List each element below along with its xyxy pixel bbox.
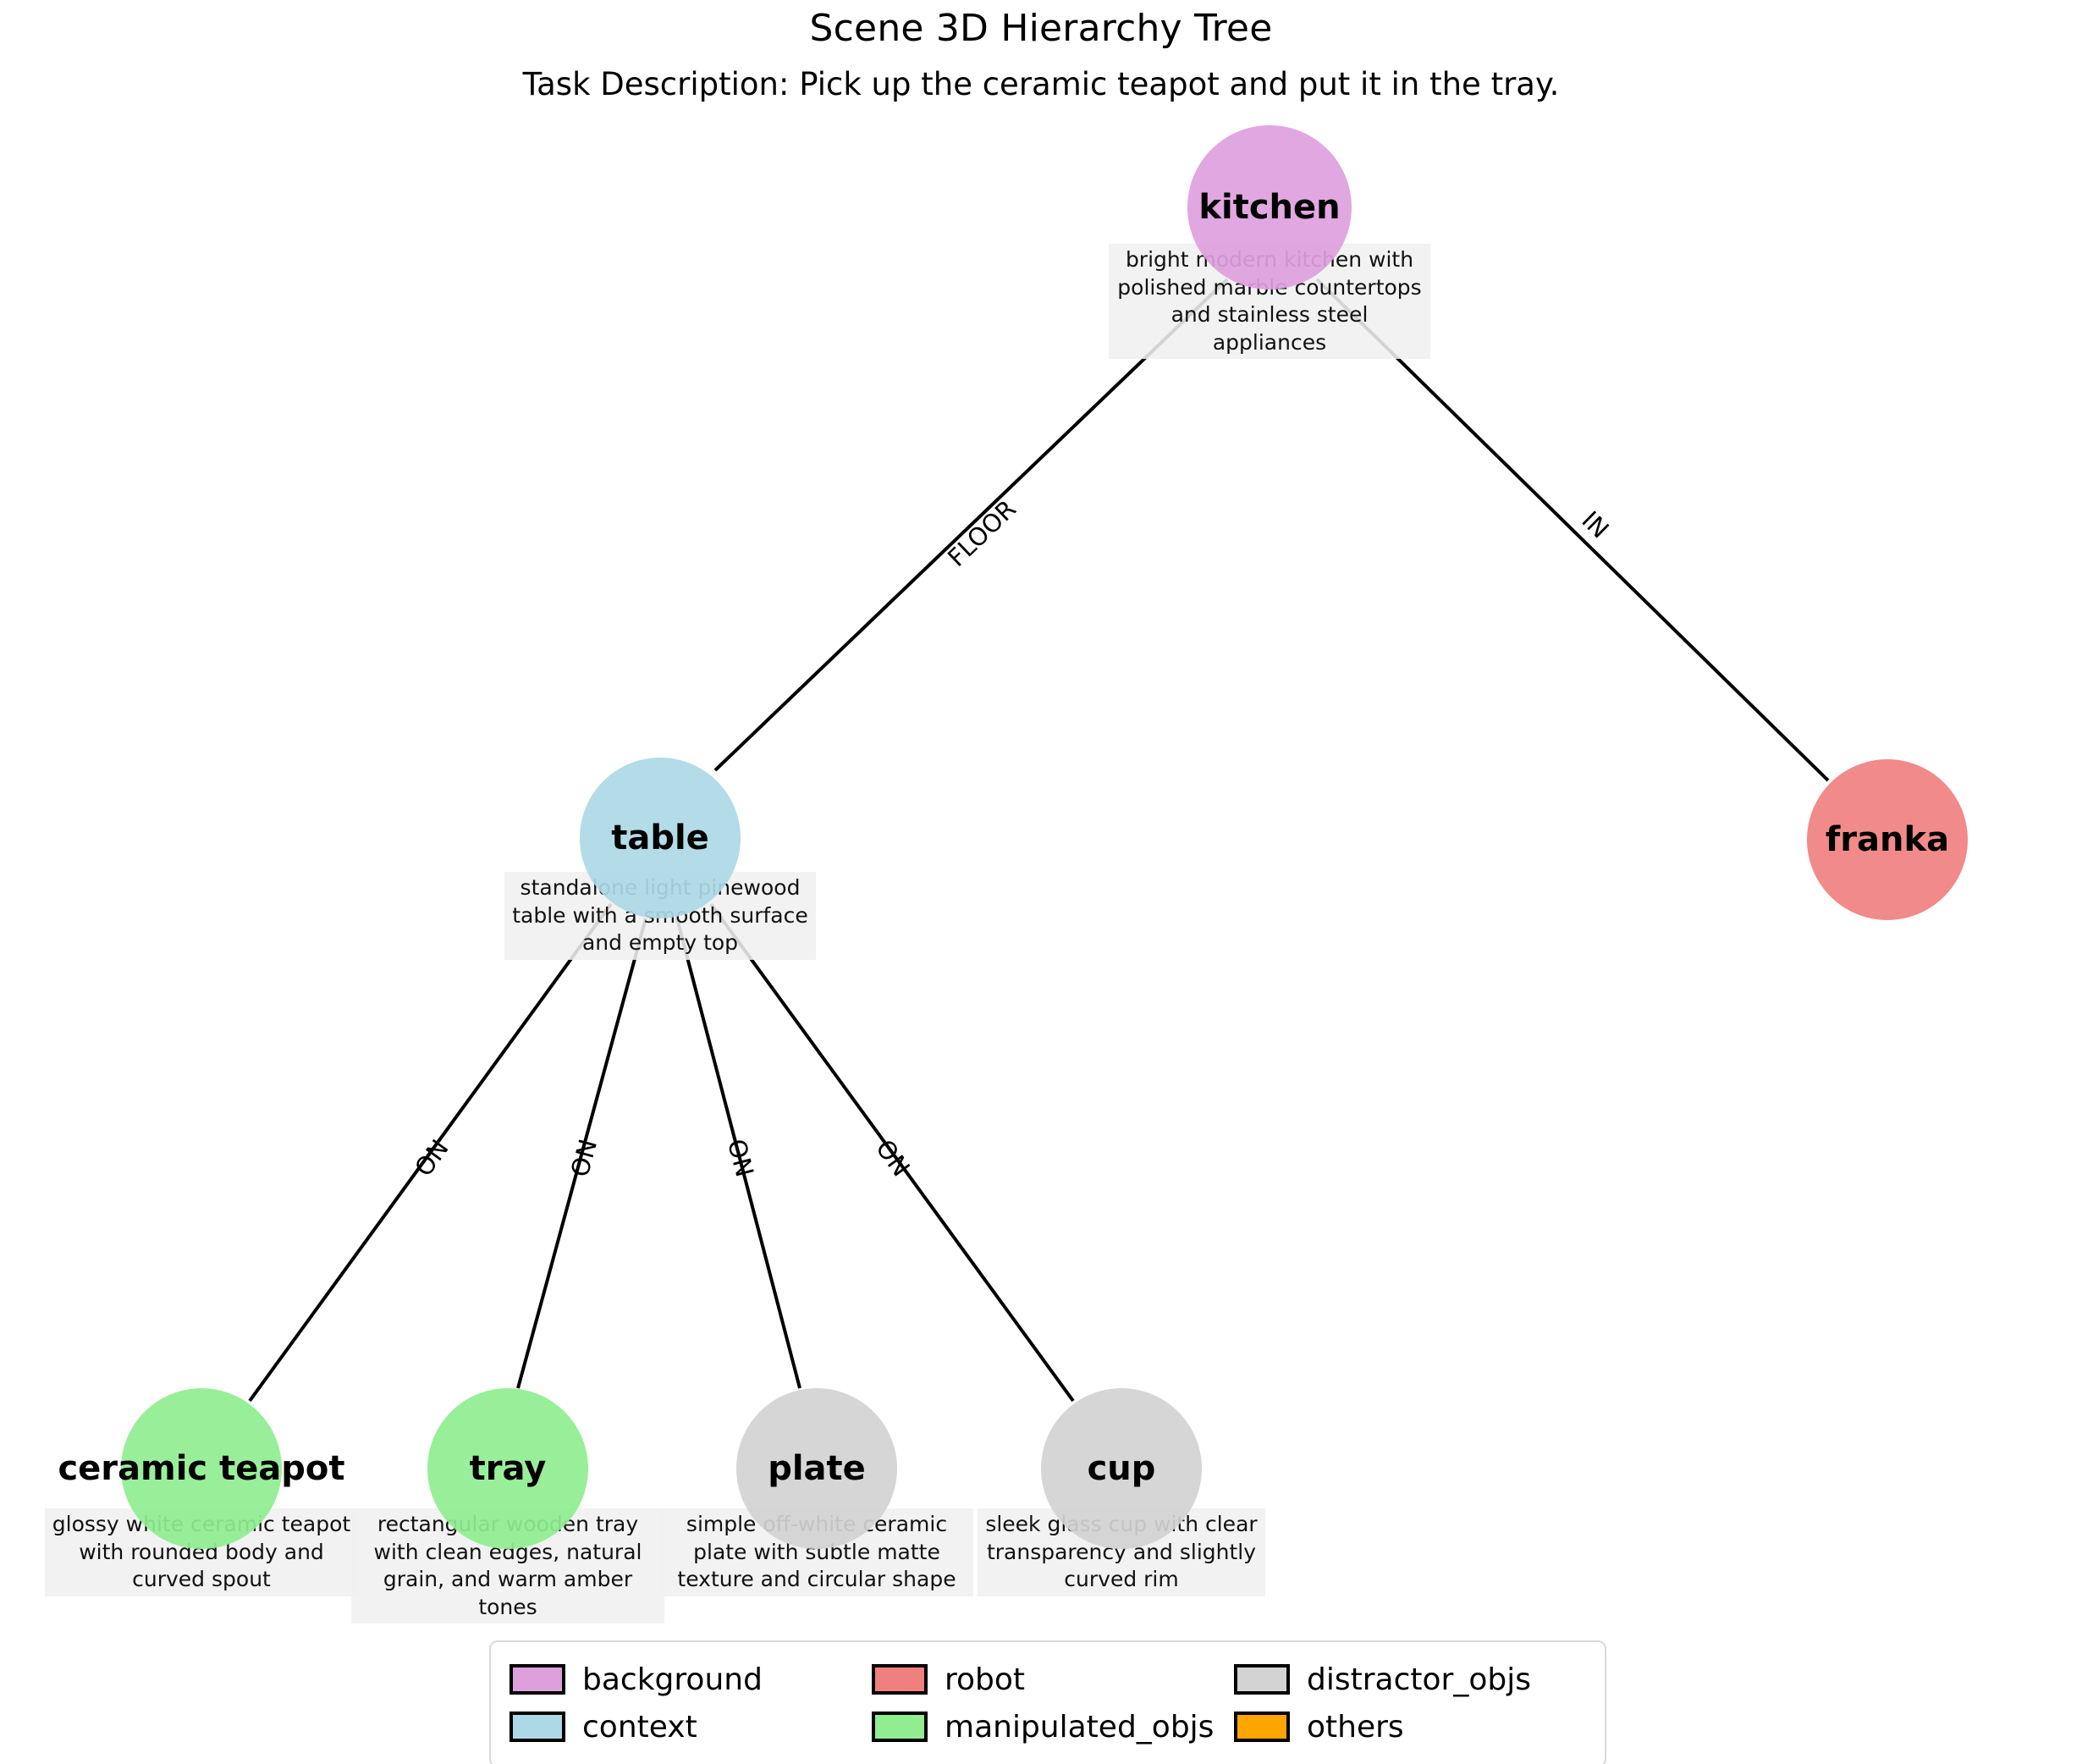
legend-label: distractor_objs [1307,1662,1531,1697]
legend-swatch-icon [1234,1664,1290,1695]
legend-entry: context [509,1710,862,1745]
graph-edge [516,918,647,1389]
graph-node-cup[interactable] [1041,1388,1202,1549]
legend-swatch-icon [1234,1712,1290,1742]
legend-swatch-icon [509,1712,565,1742]
node-label-franka: franka [1825,820,1950,859]
graph-edge [1315,278,1830,782]
legend-entry: distractor_objs [1234,1662,1586,1697]
edge-label-kitchen-franka: IN [1576,505,1615,544]
legend-swatch-icon [872,1712,928,1742]
legend-entry: others [1234,1710,1586,1745]
legend-swatch-icon [872,1664,928,1695]
node-label-table: table [611,819,709,857]
legend-entry: background [509,1662,862,1697]
legend-label: robot [945,1662,1026,1697]
graph-node-kitchen[interactable] [1187,125,1352,289]
legend-swatch-icon [509,1664,565,1695]
graph-edge [709,902,1075,1403]
legend-entry: robot [872,1662,1224,1697]
edge-label-table-cup: ON [870,1133,916,1182]
graph-edge [248,902,613,1403]
node-label-ceramic_teapot: ceramic teapot [58,1449,345,1488]
graph-node-franka[interactable] [1807,759,1968,920]
legend-label: background [582,1662,763,1697]
figure-subtitle: Task Description: Pick up the ceramic te… [522,66,1560,102]
node-label-tray: tray [469,1449,547,1488]
graph-node-ceramic_teapot[interactable] [121,1388,282,1549]
edge-label-table-plate: ON [721,1136,760,1180]
legend-label: context [582,1709,697,1745]
edge-label-table-tray: ON [565,1136,603,1180]
legend-label: others [1307,1709,1404,1745]
legend-label: manipulated_objs [945,1709,1214,1745]
graph-edge [675,918,801,1389]
node-label-cup: cup [1087,1449,1156,1488]
graph-node-tray[interactable] [427,1388,588,1549]
edge-label-kitchen-table: FLOOR [942,493,1022,573]
graph-edge [713,278,1229,772]
graph-node-table[interactable] [580,758,741,918]
node-label-plate: plate [768,1449,866,1488]
node-label-kitchen: kitchen [1198,188,1341,227]
edge-label-table-ceramic_teapot: ON [409,1133,454,1182]
legend-entry: manipulated_objs [872,1710,1224,1745]
figure-title: Scene 3D Hierarchy Tree [809,7,1273,50]
graph-node-plate[interactable] [736,1388,897,1549]
